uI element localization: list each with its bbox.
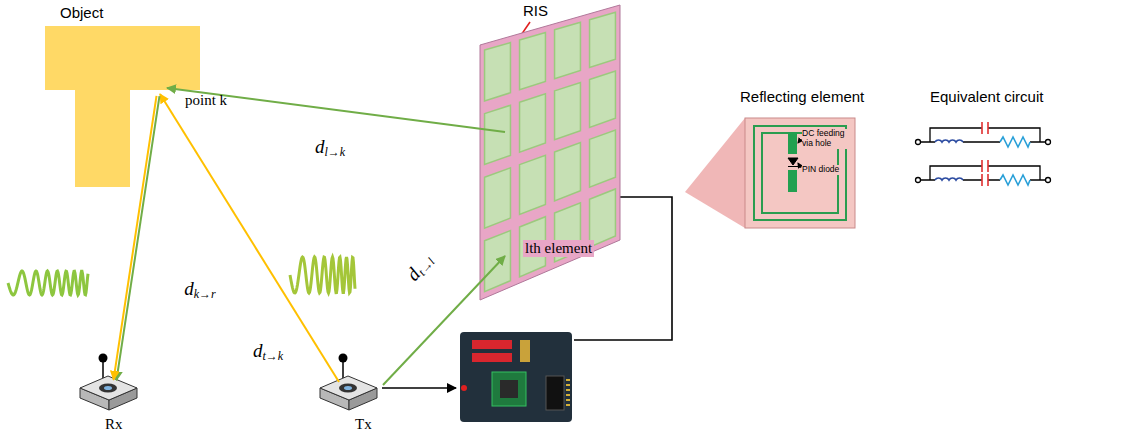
antenna-device <box>80 354 137 411</box>
distance-label: dt→k <box>251 340 285 363</box>
node-shape <box>740 88 880 233</box>
distance-label: dl→k <box>313 136 347 159</box>
distance-label: dk→r <box>182 278 218 301</box>
point-label: point k <box>185 92 227 109</box>
ris-element <box>590 189 616 247</box>
object-outline <box>45 26 200 187</box>
zoom-triangle <box>685 118 745 228</box>
reflecting-element: Reflecting element DC feeding via holePIN… <box>740 88 880 233</box>
ris-element <box>485 168 511 228</box>
equivalent-circuit <box>916 122 1051 186</box>
signal-line <box>167 88 505 132</box>
ris-element <box>590 12 616 67</box>
object-title: Object <box>60 4 103 21</box>
node-shape <box>475 0 625 305</box>
ris-panel: RIS <box>475 0 625 305</box>
ris-panel-outline <box>480 5 620 300</box>
element-inset <box>745 118 855 228</box>
device-label: Tx <box>355 416 372 433</box>
ris-element <box>555 82 581 139</box>
part-label: PIN diode <box>802 165 839 175</box>
object-shape: Object point k <box>40 4 255 189</box>
ris-element <box>520 155 546 214</box>
ris-element <box>555 22 581 78</box>
ris-element <box>555 143 581 201</box>
distance-label: dt→l <box>401 248 440 288</box>
ris-title: RIS <box>523 2 548 19</box>
inset-title: Reflecting element <box>740 88 864 105</box>
signal-wave <box>290 257 355 293</box>
device-label: Rx <box>105 416 123 433</box>
receiver-device: Rx <box>75 352 155 438</box>
antenna-device <box>320 354 377 411</box>
ris-element <box>485 231 511 292</box>
part-label: DC feeding via hole <box>802 129 848 149</box>
ris-element <box>485 43 511 101</box>
ris-element <box>520 94 546 152</box>
signal-path <box>167 88 505 132</box>
signal-wave <box>8 271 88 295</box>
transmitter-device: Tx <box>315 352 395 438</box>
controller-board <box>460 332 572 422</box>
section-title: Equivalent circuit <box>928 88 1045 105</box>
ris-element <box>590 71 616 127</box>
callout-label: lth element <box>523 240 594 257</box>
ris-element <box>485 105 511 164</box>
ris-element <box>520 32 546 89</box>
ris-element <box>590 130 616 187</box>
control-arrow <box>382 387 456 389</box>
